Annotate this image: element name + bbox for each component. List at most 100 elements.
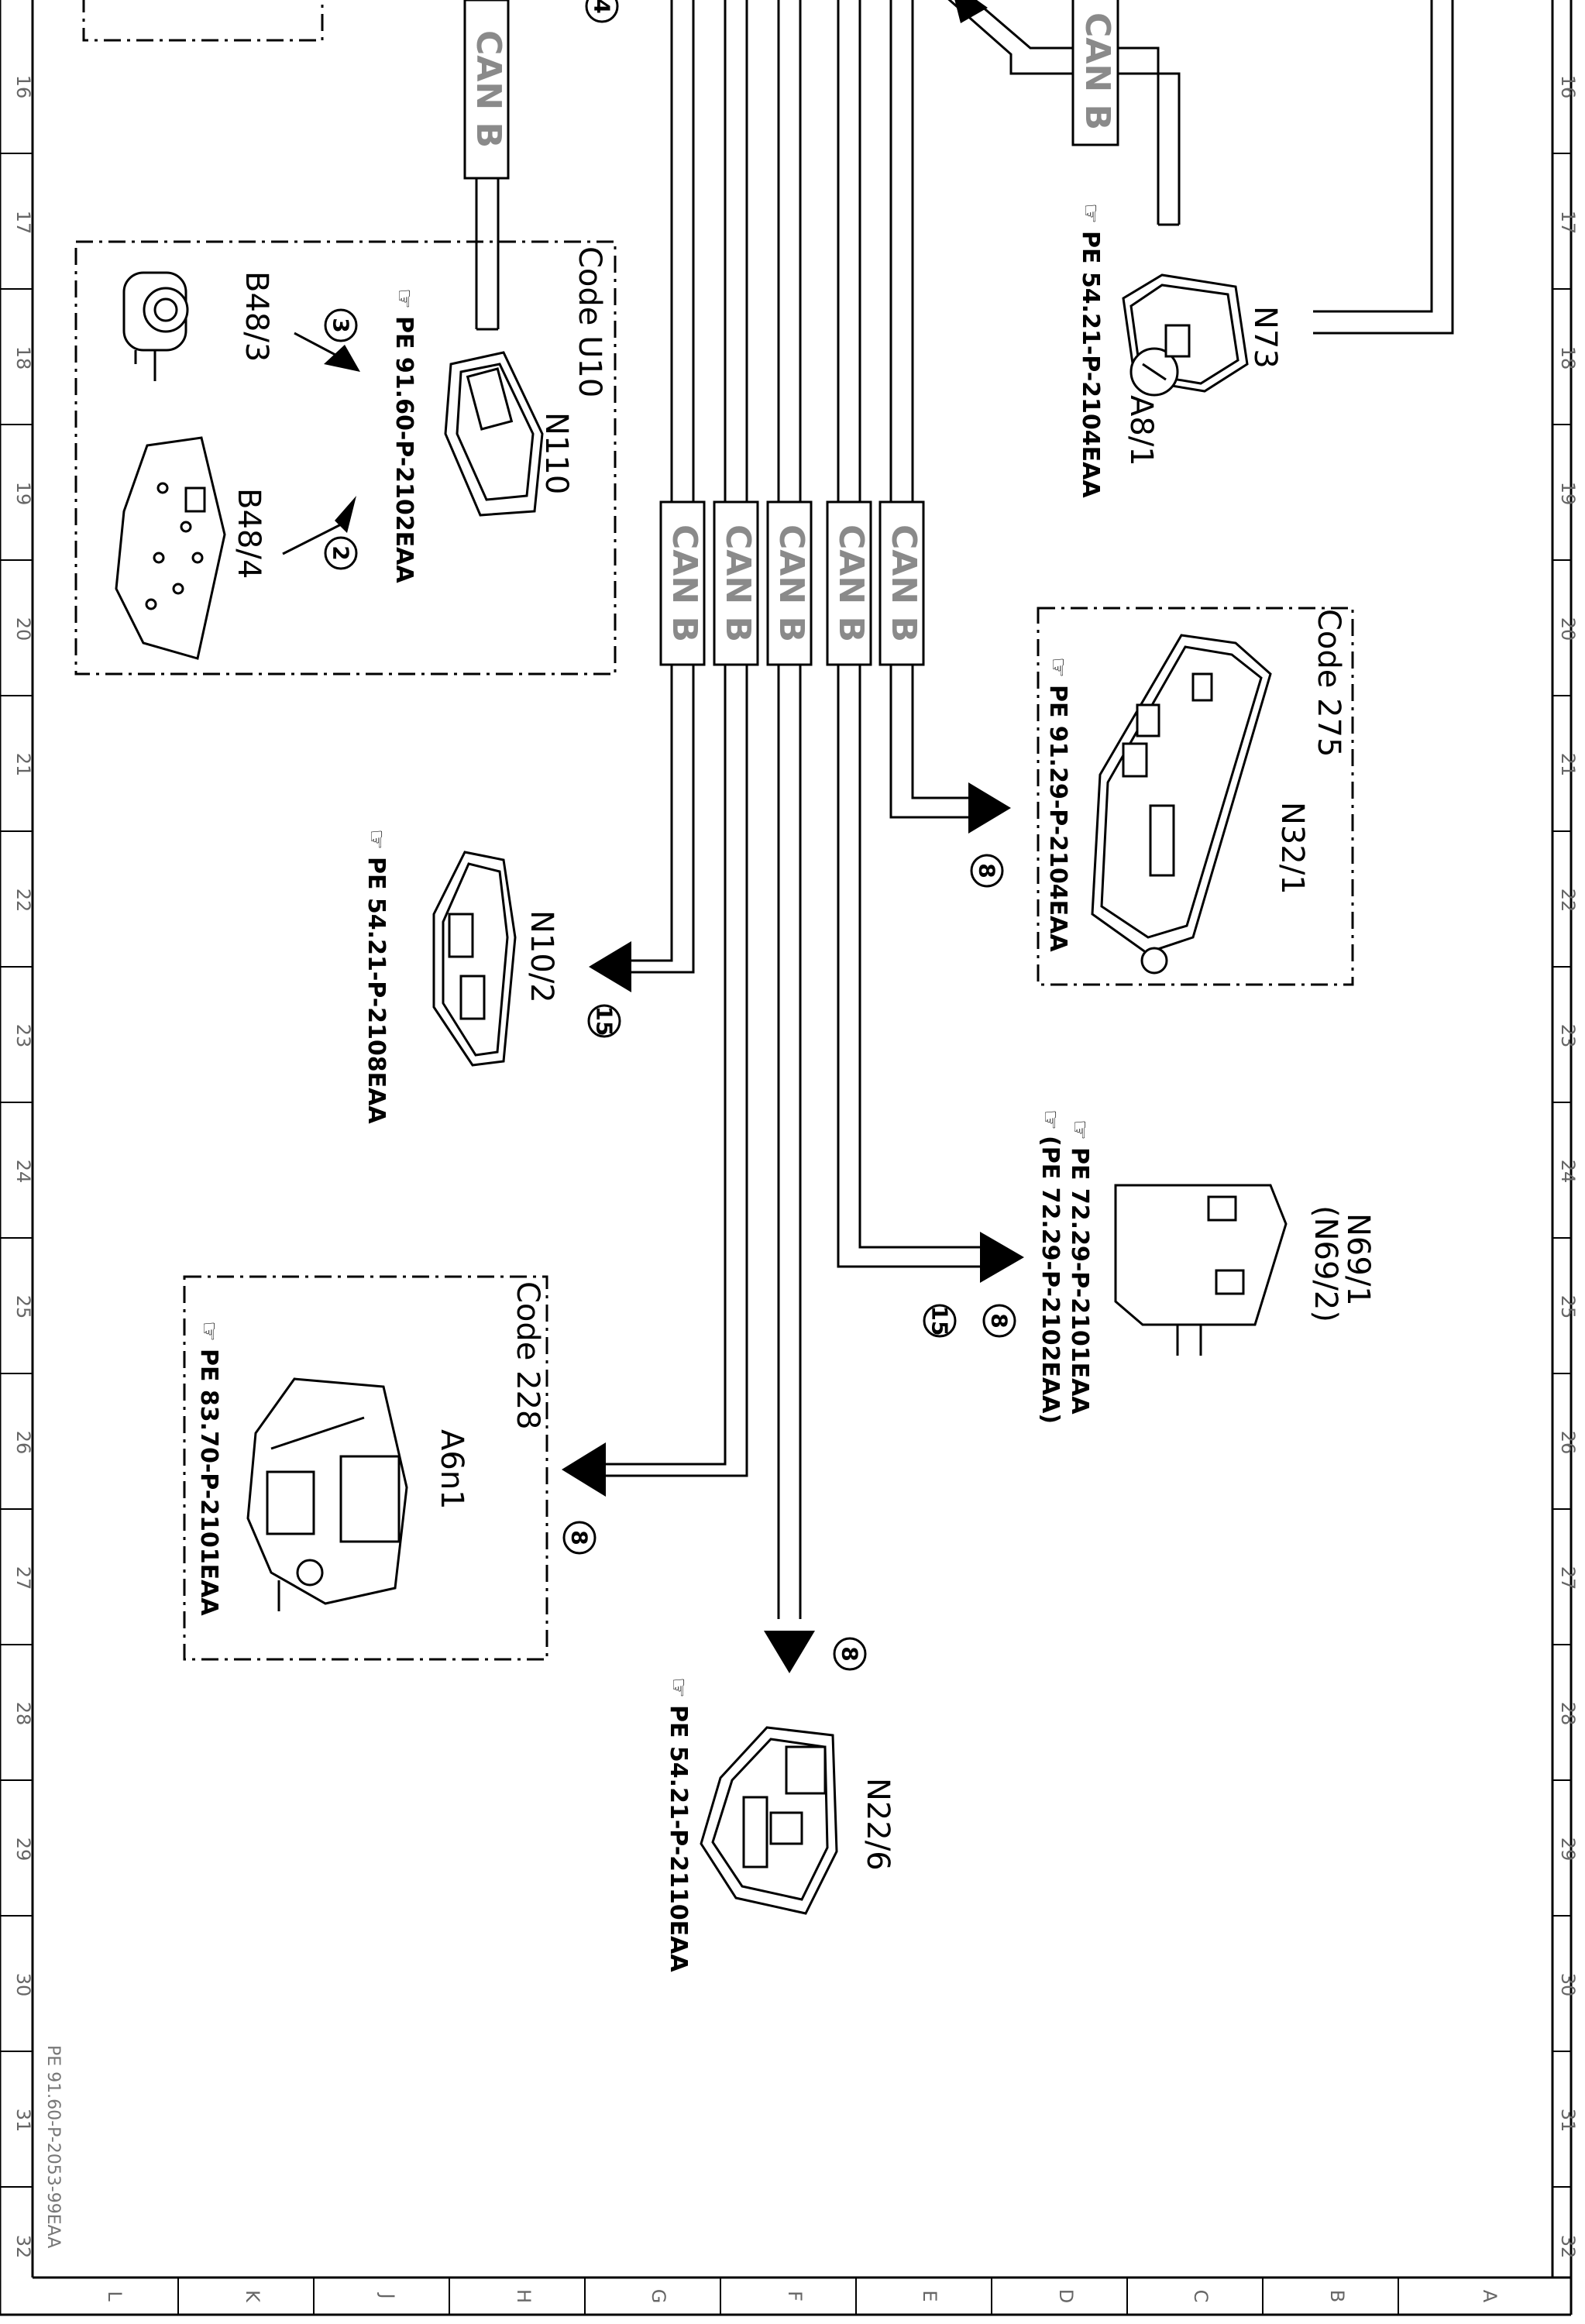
component-label-n110: N110	[538, 412, 574, 494]
row-number: 21	[1557, 753, 1579, 777]
pointing-hand-icon: ☞	[1066, 1119, 1093, 1140]
row-numbers-left: 16 17 18 19 20 21 22 23 24 25 26 27 28 2…	[12, 75, 34, 2259]
callout-number: 15	[927, 1306, 953, 1336]
column-letter: D	[1055, 2289, 1077, 2303]
row-grid	[0, 153, 1571, 2188]
column-grid	[177, 2278, 1399, 2315]
arrow-to-n69-1	[980, 1232, 1024, 1283]
row-number: 20	[12, 617, 34, 641]
pointing-hand-icon: ☞	[665, 1677, 692, 1698]
a6n1-heater-unit-drawing	[246, 1377, 408, 1611]
pointing-hand-icon: ☞	[195, 1321, 222, 1342]
row-number: 31	[1557, 2109, 1579, 2133]
row-number: 30	[1557, 1973, 1579, 1997]
reference-n22-6: ☞ PE 54.21-P-2110EAA	[665, 1677, 692, 1972]
row-number: 17	[1557, 211, 1579, 235]
zone-code-228-label: Code 228	[510, 1281, 545, 1429]
row-number: 16	[1557, 75, 1579, 99]
n110-module-drawing	[444, 351, 544, 517]
arrow-to-n10-2	[589, 941, 631, 992]
reference-n69-2: ☞ (PE 72.29-P-2102EAA)	[1037, 1109, 1064, 1424]
can-b-label-box	[659, 500, 706, 666]
callout-number: 15	[592, 1006, 617, 1037]
can-b-label-box	[826, 500, 872, 666]
row-number: 28	[12, 1702, 34, 1726]
reference-text: PE 72.29-P-2101EAA	[1066, 1147, 1093, 1415]
reference-n32-1: ☞ PE 91.29-P-2104EAA	[1044, 657, 1071, 952]
reference-n69-1: ☞ PE 72.29-P-2101EAA	[1066, 1119, 1093, 1415]
can-b-labels: CAN B CAN B CAN B CAN B CAN B CAN B CAN …	[463, 0, 1119, 666]
can-b-label-box	[1071, 0, 1119, 146]
row-number: 18	[12, 346, 34, 370]
row-number: 24	[12, 1160, 34, 1184]
zone-code-228	[183, 1275, 548, 1661]
callout-number: 4	[590, 0, 615, 14]
component-label-b48-3: B48/3	[239, 271, 274, 362]
component-label-n32-1: N32/1	[1274, 802, 1310, 895]
n10-2-module-drawing	[432, 851, 517, 1067]
column-letter: J	[376, 2291, 398, 2298]
can-b-label-box	[463, 0, 510, 180]
component-label-n10-2: N10/2	[524, 910, 559, 1003]
arrow-to-n32-1	[968, 782, 1011, 834]
row-number: 29	[12, 1838, 34, 1862]
callout-circle	[324, 308, 358, 342]
reference-text: PE 54.21-P-2110EAA	[665, 1705, 692, 1972]
n73-ignition-switch-drawing	[1122, 273, 1249, 397]
row-number: 24	[1557, 1160, 1579, 1184]
arrow-heads	[324, 0, 1024, 1673]
pointing-hand-icon: ☞	[1037, 1109, 1064, 1130]
callout-number: 8	[567, 1530, 593, 1545]
can-b-label: CAN B	[831, 524, 871, 642]
b48-3-sensor-drawing	[122, 271, 189, 381]
column-letter: E	[919, 2290, 940, 2302]
column-letter: K	[242, 2290, 263, 2303]
callout-circle	[923, 1304, 957, 1338]
component-label-n22-6: N22/6	[860, 1778, 896, 1871]
row-number: 21	[12, 753, 34, 777]
arrow-to-top-right	[954, 0, 988, 23]
can-b-label: CAN B	[469, 30, 508, 148]
reference-n73: ☞ PE 54.21-P-2104EAA	[1077, 203, 1104, 498]
row-number: 19	[12, 482, 34, 506]
callout-circle	[587, 1004, 621, 1038]
reference-n10-2: ☞ PE 54.21-P-2108EAA	[363, 829, 390, 1124]
arrow-to-a6n1	[562, 1442, 606, 1497]
callout-circle	[970, 854, 1004, 888]
row-number: 26	[1557, 1431, 1579, 1455]
row-number: 25	[1557, 1295, 1579, 1319]
column-letters: L K J H G F E D C B A	[104, 2289, 1501, 2304]
column-letter: H	[513, 2289, 535, 2303]
arrow-to-n22-6	[764, 1631, 815, 1673]
row-number: 29	[1557, 1838, 1579, 1862]
n32-1-module-drawing	[1091, 634, 1272, 975]
can-b-label: CAN B	[884, 524, 923, 642]
pointing-hand-icon: ☞	[1077, 203, 1104, 224]
pointing-hand-icon: ☞	[1044, 657, 1071, 678]
can-b-label-box	[878, 500, 925, 666]
reference-text: PE 83.70-P-2101EAA	[195, 1349, 222, 1616]
component-label-n73: N73	[1247, 306, 1283, 369]
row-number: 17	[12, 211, 34, 235]
row-number: 16	[12, 75, 34, 99]
arrow-u10-2	[335, 496, 356, 533]
callout-number: 8	[837, 1646, 863, 1661]
row-numbers-right: 16 17 18 19 20 21 22 23 24 25 26 27 28 2…	[1557, 75, 1579, 2259]
callout-circle	[982, 1304, 1016, 1338]
column-letter: G	[648, 2289, 669, 2304]
row-number: 27	[1557, 1566, 1579, 1590]
row-number: 23	[12, 1024, 34, 1048]
can-b-label-box	[713, 500, 759, 666]
column-letter: L	[104, 2291, 125, 2302]
reference-text: PE 54.21-P-2108EAA	[363, 857, 390, 1124]
component-label-n69-2: (N69/2)	[1308, 1205, 1343, 1322]
column-letter: C	[1190, 2290, 1212, 2303]
row-number: 30	[12, 1973, 34, 1997]
component-label-n69-1: N69/1	[1340, 1213, 1376, 1306]
reference-text: PE 54.21-P-2104EAA	[1077, 231, 1104, 498]
row-number: 32	[1557, 2235, 1579, 2259]
zone-code-u10-label: Code U10	[572, 246, 607, 397]
callout-number: 8	[987, 1313, 1013, 1328]
can-b-label: CAN B	[1078, 12, 1117, 130]
component-label-a8-1: A8/1	[1123, 395, 1159, 466]
